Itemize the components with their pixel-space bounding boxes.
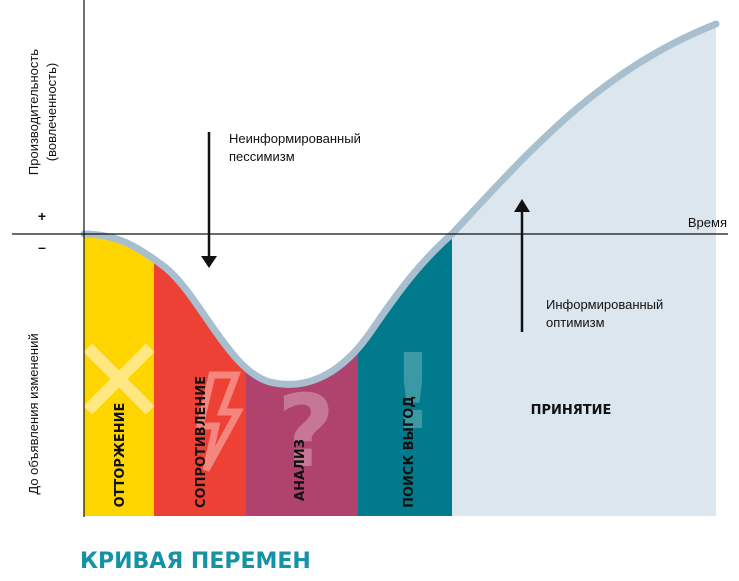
page-title: КРИВАЯ ПЕРЕМЕН [80, 549, 311, 574]
y-axis-lower-label: До объявления изменений [26, 333, 41, 494]
informed-label-line2: оптимизм [546, 315, 605, 330]
minus-sign: – [38, 239, 46, 255]
y-axis-label-line2: (вовлеченность) [44, 63, 59, 161]
down-arrow-head [201, 256, 217, 268]
stage-label-acceptance: ПРИНЯТИЕ [531, 403, 612, 418]
exclamation-icon: ! [389, 331, 436, 453]
x-axis-label: Время [688, 215, 727, 230]
stage-label-search-benefits: ПОИСК ВЫГОД [402, 396, 417, 508]
plus-sign: + [38, 208, 46, 224]
lightning-icon [195, 371, 244, 472]
change-curve-line [80, 20, 720, 388]
stage-region-acceptance [452, 24, 716, 516]
cross-icon [83, 343, 155, 415]
stage-label-resistance: СОПРОТИВЛЕНИЕ [194, 376, 209, 508]
stage-label-rejection: ОТТОРЖЕНИЕ [113, 403, 128, 508]
informed-label-line1: Информированный [546, 297, 663, 312]
question-icon: ? [277, 373, 335, 490]
uninformed-label-line2: пессимизм [229, 149, 295, 164]
y-axis-label-line1: Производительность [26, 49, 41, 175]
up-arrow-head [514, 199, 530, 212]
stage-label-analysis: АНАЛИЗ [293, 439, 308, 501]
uninformed-label-line1: Неинформированный [229, 131, 361, 146]
